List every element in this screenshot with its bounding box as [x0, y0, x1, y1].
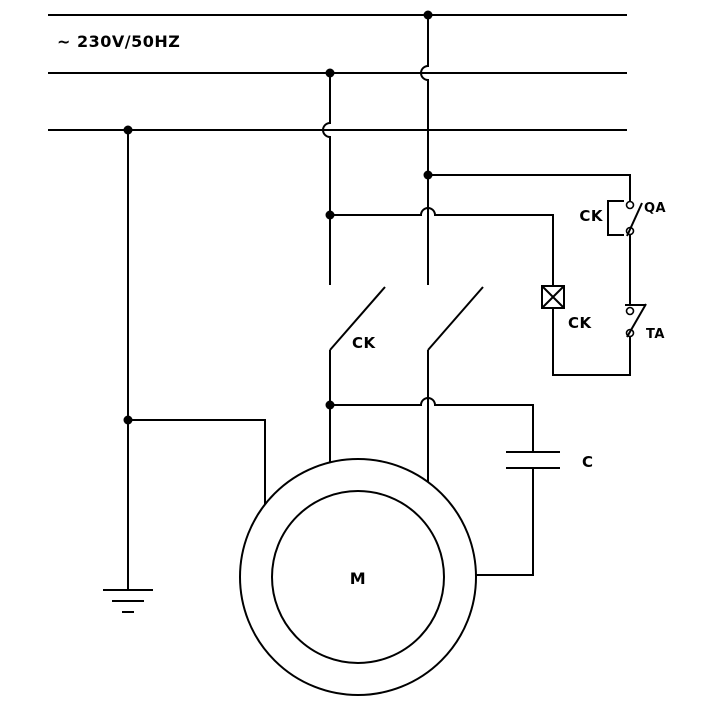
ground-symbol-icon	[103, 589, 153, 613]
motor-label: M	[350, 569, 366, 588]
contact-blade-2-icon	[427, 286, 484, 351]
phase-drop-l1	[420, 15, 429, 285]
contact-blade-1-icon	[329, 286, 386, 351]
wire-control-top	[428, 174, 631, 201]
coil-x-icon	[541, 285, 565, 309]
capacitor-branch: C	[330, 397, 594, 576]
stop-button-symbol: TA	[625, 303, 665, 342]
main-contacts-label: CK	[352, 334, 377, 352]
ta-blade-icon	[626, 303, 647, 338]
wire-neutral-to-motor	[128, 419, 266, 504]
contactor-main-contacts: CK	[329, 286, 484, 482]
motor-inner-circle-icon	[271, 490, 445, 664]
motor-outer-circle-icon	[239, 458, 477, 696]
stop-button-label: TA	[646, 327, 665, 342]
holding-contact-label: CK	[579, 207, 604, 225]
wire-capacitor-to-motor	[476, 468, 534, 576]
junction-dot	[423, 10, 433, 20]
junction-dot	[423, 170, 433, 180]
junction-dot	[123, 415, 133, 425]
neutral-drop-l3	[127, 130, 266, 590]
holding-contact-bracket-icon	[607, 200, 624, 236]
junction-dot	[325, 68, 335, 78]
junction-dot	[325, 210, 335, 220]
wire-l2-drop-upper	[322, 73, 331, 215]
wire-l1-drop-upper	[420, 15, 429, 175]
supply-voltage-label: ~ 230V/50HZ	[57, 32, 180, 51]
capacitor-symbol	[506, 451, 560, 469]
control-circuit: CK QA TA CK	[330, 174, 666, 376]
wire-ta-to-coil	[552, 309, 631, 376]
contactor-coil-symbol: CK	[541, 285, 593, 332]
junction-dot	[325, 400, 335, 410]
junction-dots	[123, 10, 433, 425]
motor-symbol: M	[239, 458, 477, 696]
wire-coil-feed	[330, 207, 554, 286]
phase-drop-l2	[322, 73, 331, 285]
power-rails: ~ 230V/50HZ	[48, 14, 627, 131]
capacitor-label: C	[582, 453, 594, 471]
qa-terminal-top	[625, 200, 635, 210]
coil-label: CK	[568, 314, 593, 332]
qa-blade-icon	[626, 202, 643, 237]
start-button-label: QA	[644, 201, 666, 216]
junction-dot	[123, 125, 133, 135]
start-button-symbol: CK QA	[579, 200, 666, 237]
wire-capacitor-top	[330, 397, 534, 452]
ta-terminal-top	[625, 306, 635, 316]
